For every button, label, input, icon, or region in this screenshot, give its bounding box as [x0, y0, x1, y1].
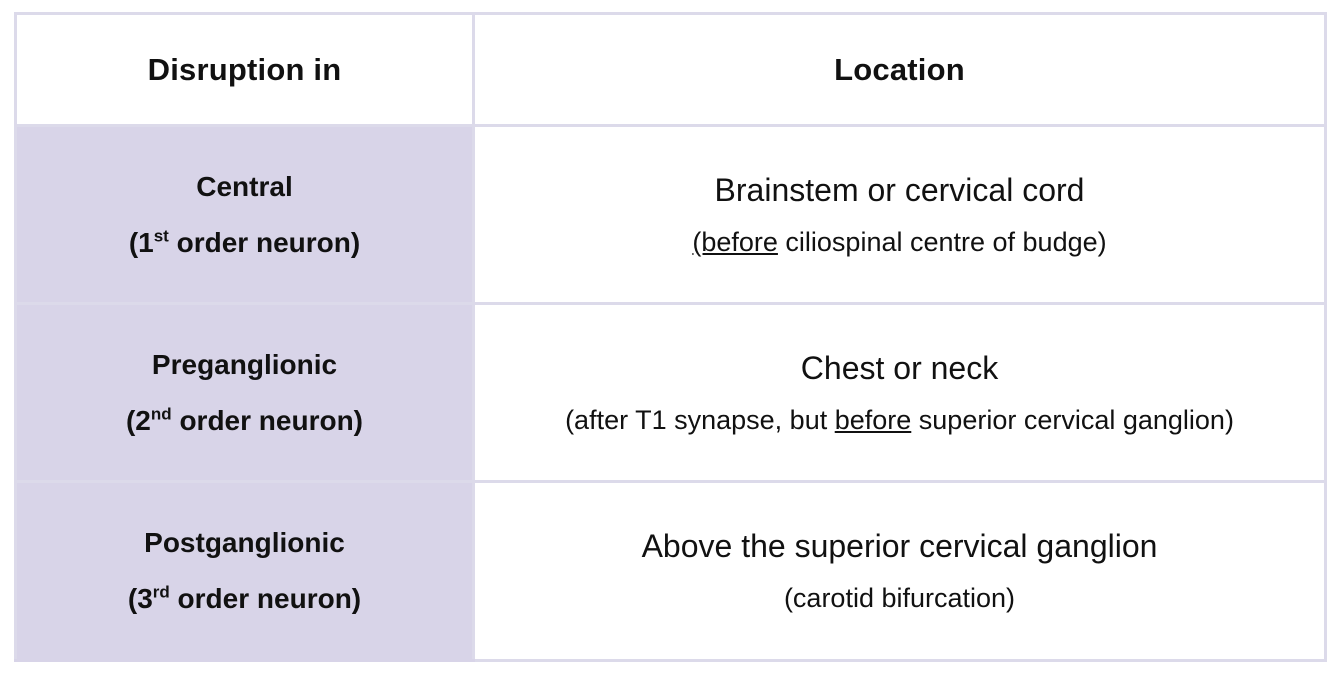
location-detail-underlined: before — [834, 404, 912, 435]
location-detail-suffix: ciliospinal centre of budge) — [777, 226, 1107, 257]
header-location: Location — [472, 12, 1327, 127]
neuron-order: (1st order neuron) — [17, 226, 472, 260]
table-row: Preganglionic (2nd order neuron) Chest o… — [14, 302, 1327, 483]
location-detail-suffix: superior cervical ganglion) — [911, 404, 1234, 435]
location-detail: (after T1 synapse, but before superior c… — [475, 405, 1324, 436]
disruption-cell: Preganglionic (2nd order neuron) — [14, 302, 475, 483]
location-detail-prefix: (carotid bifurcation) — [783, 583, 1016, 613]
location-detail-prefix: (after T1 synapse, but — [565, 404, 835, 435]
neuron-order-prefix: (2 — [125, 404, 151, 436]
location-main: Above the superior cervical ganglion — [641, 528, 1158, 564]
neuron-order-ordinal: rd — [152, 582, 170, 602]
neuron-order-suffix: order neuron) — [168, 226, 361, 258]
location-cell: Brainstem or cervical cord (before cilio… — [472, 124, 1327, 305]
neuron-order: (2nd order neuron) — [17, 404, 472, 438]
location-main: Chest or neck — [800, 349, 999, 386]
neuron-order-suffix: order neuron) — [171, 404, 364, 436]
table-row: Central (1st order neuron) Brainstem or … — [14, 124, 1327, 305]
disruption-title: Postganglionic — [144, 527, 345, 559]
neuron-order-prefix: (3 — [127, 583, 153, 614]
location-detail-underlined: (before — [692, 226, 778, 257]
header-row: Disruption in Location — [14, 12, 1327, 127]
neuron-order-suffix: order neuron) — [169, 583, 362, 614]
location-detail: (before ciliospinal centre of budge) — [475, 227, 1324, 258]
disruption-title: Preganglionic — [151, 348, 338, 380]
header-disruption: Disruption in — [14, 12, 475, 127]
table-row: Postganglionic (3rd order neuron) Above … — [14, 480, 1327, 662]
horner-syndrome-table-container: Disruption in Location Central (1st orde… — [14, 12, 1327, 662]
neuron-order-ordinal: nd — [150, 404, 172, 424]
neuron-order: (3rd order neuron) — [17, 582, 472, 616]
disruption-title: Central — [196, 170, 293, 202]
location-main: Brainstem or cervical cord — [714, 171, 1085, 208]
neuron-order-ordinal: st — [153, 226, 169, 246]
location-detail: (carotid bifurcation) — [475, 583, 1324, 614]
location-cell: Above the superior cervical ganglion (ca… — [472, 480, 1327, 662]
disruption-cell: Postganglionic (3rd order neuron) — [14, 480, 475, 662]
disruption-location-table: Disruption in Location Central (1st orde… — [14, 12, 1327, 662]
disruption-cell: Central (1st order neuron) — [14, 124, 475, 305]
location-cell: Chest or neck (after T1 synapse, but bef… — [472, 302, 1327, 483]
neuron-order-prefix: (1 — [128, 226, 154, 258]
